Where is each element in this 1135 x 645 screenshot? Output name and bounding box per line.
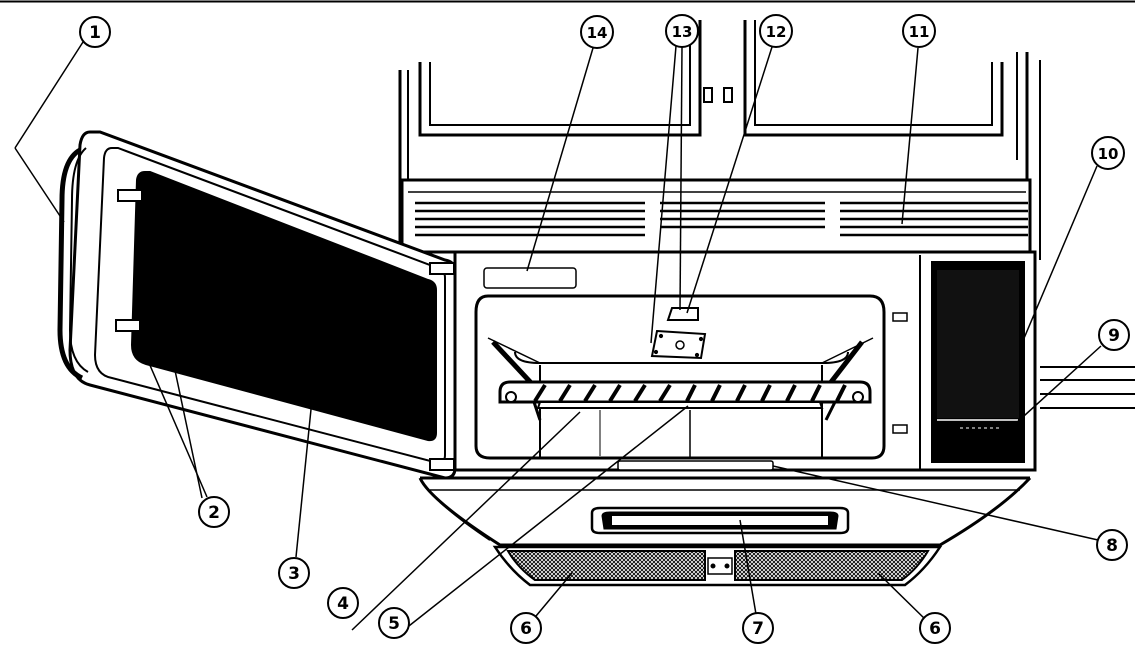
front-trim	[617, 460, 774, 471]
svg-text:6: 6	[520, 619, 532, 639]
svg-text:5: 5	[388, 614, 400, 634]
callout-6-right: 6	[919, 612, 951, 644]
callout-11: 11	[902, 14, 936, 48]
control-panel	[931, 261, 1025, 463]
callout-3: 3	[278, 557, 310, 589]
callout-6-left: 6	[510, 612, 542, 644]
svg-text:3: 3	[288, 564, 300, 584]
door-latch-lower	[115, 319, 141, 332]
wall-lines	[1040, 366, 1135, 409]
callout-12: 12	[759, 14, 793, 48]
callout-1: 1	[79, 16, 111, 48]
callout-5: 5	[378, 607, 410, 639]
svg-text:8: 8	[1106, 536, 1118, 556]
door-latch-upper	[117, 189, 143, 202]
mounting-plate	[650, 329, 707, 360]
svg-text:10: 10	[1098, 145, 1119, 163]
top-vent-grille	[400, 178, 1032, 254]
open-door	[57, 130, 457, 480]
callouts: 1 2 3 4 5 6 7 6	[79, 14, 1130, 644]
callout-4: 4	[327, 587, 359, 619]
svg-text:12: 12	[766, 23, 787, 41]
callout-7: 7	[742, 612, 774, 644]
svg-text:7: 7	[752, 619, 764, 639]
svg-text:4: 4	[337, 594, 349, 614]
callout-10: 10	[1091, 136, 1125, 170]
svg-text:14: 14	[587, 24, 608, 42]
grease-filter-left	[506, 550, 706, 581]
callout-9: 9	[1098, 319, 1130, 351]
svg-text:6: 6	[929, 619, 941, 639]
rating-label-plate	[483, 267, 577, 289]
wire-rack	[498, 380, 872, 421]
callout-2: 2	[198, 496, 230, 528]
svg-text:1: 1	[89, 23, 101, 43]
svg-text:13: 13	[672, 23, 693, 41]
callout-8: 8	[1096, 529, 1128, 561]
svg-text:11: 11	[909, 23, 930, 41]
oven-cavity	[474, 294, 886, 460]
leader-lines	[14, 41, 1102, 634]
svg-text:2: 2	[208, 503, 220, 523]
callout-13: 13	[665, 14, 699, 48]
callout-14: 14	[580, 15, 614, 49]
light-cover	[666, 307, 699, 321]
grease-filter-right	[734, 550, 930, 581]
svg-text:9: 9	[1108, 326, 1120, 346]
bottom-section	[418, 460, 1032, 587]
